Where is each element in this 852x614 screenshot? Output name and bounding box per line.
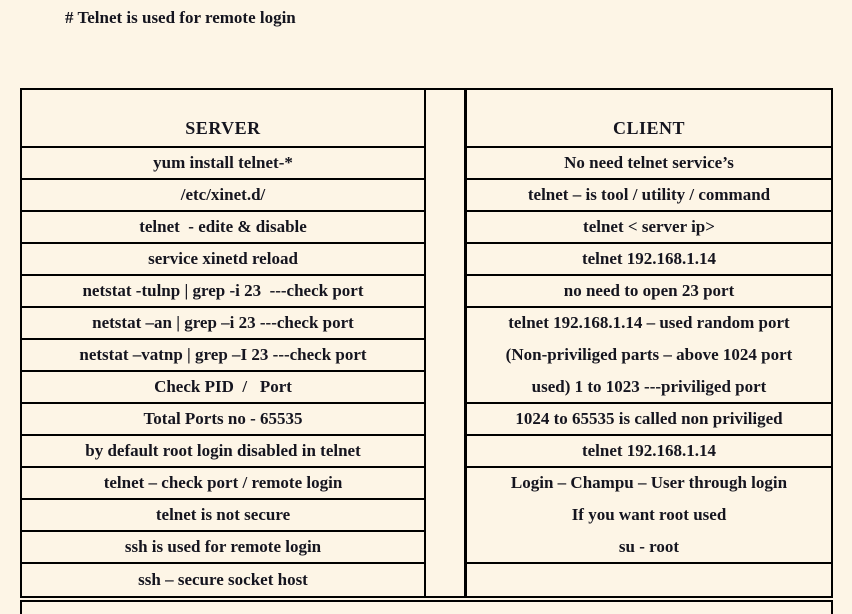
server-row: ssh – secure socket host <box>138 570 308 589</box>
server-row: /etc/xinet.d/ <box>22 180 424 212</box>
server-column: SERVER yum install telnet-*/etc/xinet.d/… <box>22 90 426 596</box>
client-row: 1024 to 65535 is called non priviliged <box>467 404 831 436</box>
server-row: telnet is not secure <box>22 500 424 532</box>
page-title: # Telnet is used for remote login <box>65 8 296 27</box>
spacer-column <box>426 90 467 596</box>
server-row: telnet - edite & disable <box>22 212 424 244</box>
server-row: telnet – check port / remote login <box>22 468 424 500</box>
client-row: telnet – is tool / utility / command <box>467 180 831 212</box>
server-row: yum install telnet-* <box>22 148 424 180</box>
client-header: CLIENT <box>467 90 831 148</box>
server-row: netstat –vatnp | grep –I 23 ---check por… <box>22 340 424 372</box>
client-row <box>467 564 831 596</box>
server-row: ssh is used for remote login <box>22 532 424 564</box>
client-row: telnet 192.168.1.14 <box>467 244 831 276</box>
server-row: by default root login disabled in telnet <box>22 436 424 468</box>
server-row: Total Ports no - 65535 <box>22 404 424 436</box>
client-row: No need telnet service’s <box>467 148 831 180</box>
client-row: Login – Champu – User through login If y… <box>467 468 831 564</box>
client-row: no need to open 23 port <box>467 276 831 308</box>
client-row: telnet 192.168.1.14 <box>467 436 831 468</box>
server-header: SERVER <box>22 90 424 148</box>
server-row: Check PID / Port <box>22 372 424 404</box>
client-row: telnet < server ip> <box>467 212 831 244</box>
server-client-table: SERVER yum install telnet-*/etc/xinet.d/… <box>20 88 833 598</box>
server-row: service xinetd reload <box>22 244 424 276</box>
server-row: netstat –an | grep –i 23 ---check port <box>22 308 424 340</box>
server-row: netstat -tulnp | grep -i 23 ---check por… <box>22 276 424 308</box>
next-table-fragment <box>20 600 833 614</box>
client-row: telnet 192.168.1.14 – used random port (… <box>467 308 831 404</box>
